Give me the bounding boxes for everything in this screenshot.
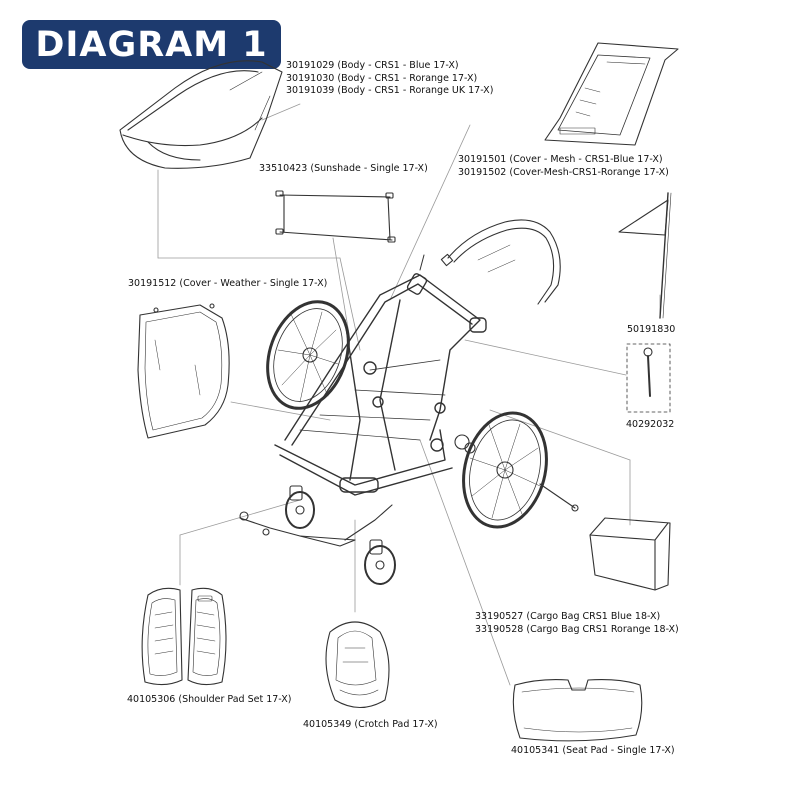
leader-lines [157, 103, 661, 686]
diagram-title: DIAGRAM 1 [22, 20, 281, 69]
crotch-pad [325, 621, 390, 709]
push-bar [440, 219, 561, 305]
chassis-frame [274, 254, 487, 496]
label-crotch-pad: 40105349 (Crotch Pad 17-X) [303, 719, 438, 730]
label-cargo-bag: 33190527 (Cargo Bag CRS1 Blue 18-X) 3319… [475, 611, 679, 635]
label-pin: 40292032 [626, 419, 675, 430]
pin-part [626, 343, 671, 413]
mesh-cover [544, 42, 679, 146]
weather-cover [137, 303, 230, 439]
label-mesh-cover: 30191501 (Cover - Mesh - CRS1-Blue 17-X)… [458, 154, 669, 178]
label-weather-cover: 30191512 (Cover - Weather - Single 17-X) [128, 278, 328, 289]
stroller-kit [239, 485, 396, 585]
label-shoulder-pad: 40105306 (Shoulder Pad Set 17-X) [127, 694, 292, 705]
cargo-bag [589, 517, 671, 591]
shoulder-pads [141, 587, 227, 686]
left-rear-wheel [266, 300, 350, 410]
body-tub [119, 60, 283, 169]
seat-pad [512, 679, 643, 742]
label-seat-pad: 40105341 (Seat Pad - Single 17-X) [511, 745, 675, 756]
label-flag: 50191830 [627, 324, 676, 335]
label-sunshade: 33510423 (Sunshade - Single 17-X) [259, 163, 428, 174]
right-rear-wheel [454, 411, 579, 529]
safety-flag [618, 192, 672, 319]
label-body: 30191029 (Body - CRS1 - Blue 17-X) 30191… [286, 60, 494, 96]
sunshade [275, 190, 396, 243]
